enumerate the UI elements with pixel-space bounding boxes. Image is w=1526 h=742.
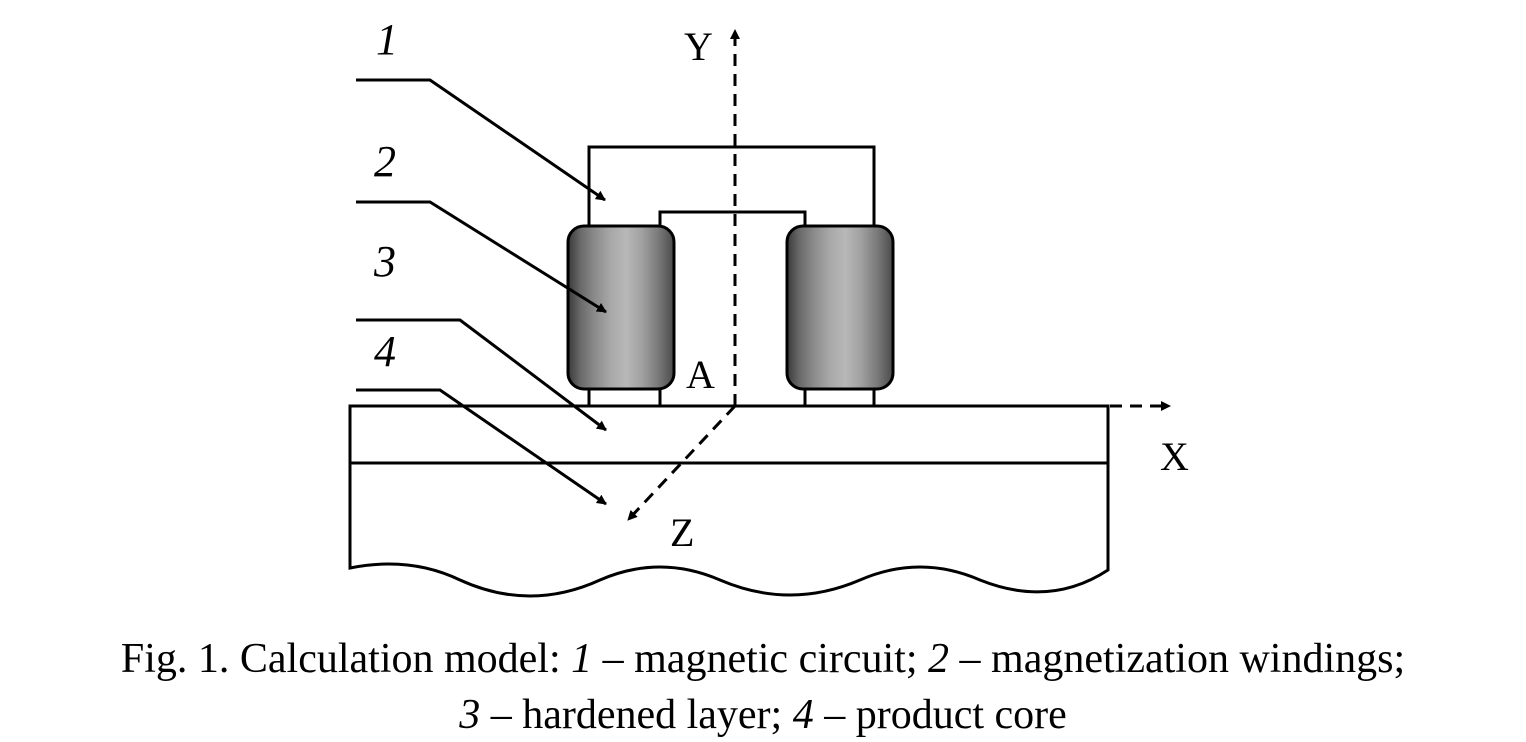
magnetization-windings [566,224,895,391]
caption-name-1: magnetic circuit [634,636,906,682]
winding-right [785,224,895,391]
leader-4 [356,388,607,506]
y-axis-label: Y [684,24,713,69]
callout-number-2: 2 [374,137,396,186]
caption-prefix: Fig. 1. Calculation model: [120,636,561,682]
caption-dash-3: – [480,692,523,738]
leader-2 [356,200,607,314]
callout-number-1: 1 [376,15,398,64]
callout-number-4: 4 [374,327,396,376]
x-axis-label: X [1160,434,1189,479]
callout-leaders [356,78,607,506]
leader-1 [356,78,606,202]
caption-number-4: 4 [792,692,814,738]
coordinate-axes [626,29,1171,522]
product-core-outline [348,404,1110,598]
caption-dash-1: – [592,636,635,682]
caption-sep-1: ; [905,636,929,682]
caption-number-2: 2 [928,636,950,682]
figure-caption-line-1: Fig. 1. Calculation model: 1 – magnetic … [0,632,1526,686]
leader-3 [356,318,607,432]
caption-name-2: magnetization windings [991,636,1394,682]
caption-name-4: product core [855,692,1067,738]
caption-number-1: 1 [571,636,593,682]
winding-left [566,224,676,391]
caption-name-3: hardened layer [522,692,771,738]
callout-number-3: 3 [373,237,396,286]
product-body [348,404,1110,598]
z-axis-line [626,404,737,522]
caption-sep-3: ; [770,692,793,738]
caption-dash-4: – [813,692,856,738]
caption-number-3: 3 [459,692,481,738]
figure-caption-line-2: 3 – hardened layer; 4 – product core [0,688,1526,742]
caption-sep-2: ; [1393,636,1406,682]
point-a-label: A [686,352,715,397]
caption-dash-2: – [949,636,992,682]
z-axis-label: Z [670,510,694,555]
